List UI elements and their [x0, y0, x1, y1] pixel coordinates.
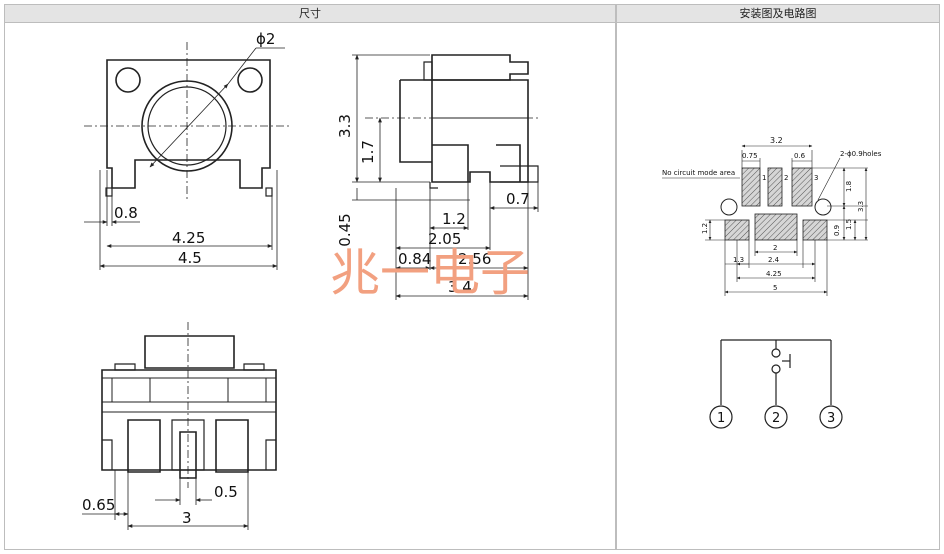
- front-diameter-label: ϕ2: [256, 30, 275, 48]
- dimensions-header-label: 尺寸: [299, 7, 321, 20]
- pin-1-circle: [709, 405, 733, 429]
- pcb-dim-4.25: 4.25: [766, 270, 782, 278]
- pcb-dim-2.4: 2.4: [768, 256, 780, 264]
- pcb-no-circuit-note: No circuit mode area: [662, 169, 735, 177]
- pcb-dim-1.3: 1.3: [733, 256, 744, 264]
- side-dim-3.3: 3.3: [336, 114, 354, 138]
- pad-center: [754, 213, 798, 241]
- pad-2-label: 2: [784, 174, 788, 182]
- front-dim-0.8: 0.8: [114, 204, 138, 222]
- pad-3-label: 3: [814, 174, 818, 182]
- pcb-holes-note: 2-ϕ0.9holes: [840, 150, 882, 158]
- front-view: [84, 42, 290, 270]
- install-circuit-panel: [616, 23, 940, 550]
- pad-2: [767, 167, 783, 207]
- pcb-dim-0.75: 0.75: [742, 152, 758, 160]
- side-dim-1.2: 1.2: [442, 210, 466, 228]
- circuit-pin-2: 2: [772, 411, 780, 426]
- bottom-view: [82, 322, 277, 530]
- side-dim-0.84: 0.84: [398, 250, 431, 268]
- pcb-dim-3.2: 3.2: [770, 136, 783, 145]
- install-circuit-header-label: 安装图及电路图: [739, 7, 817, 20]
- circuit-pin-3: 3: [827, 411, 835, 426]
- side-dim-3.4: 3.4: [448, 278, 472, 296]
- bottom-dim-0.5: 0.5: [214, 483, 238, 501]
- pcb-dim-0.9: 0.9: [833, 225, 841, 236]
- side-dim-1.7: 1.7: [359, 140, 377, 164]
- bottom-dim-0.65: 0.65: [82, 496, 115, 514]
- watermark: 兆一电子: [330, 244, 530, 302]
- front-dim-4.25: 4.25: [172, 229, 205, 247]
- side-dim-2.05: 2.05: [428, 230, 461, 248]
- front-dim-4.5: 4.5: [178, 249, 202, 267]
- install-circuit-header: 安装图及电路图: [616, 4, 940, 23]
- pcb-dim-2: 2: [773, 244, 777, 252]
- pad-3: [791, 167, 813, 207]
- circuit-pin-1: 1: [717, 411, 725, 426]
- side-dim-0.7: 0.7: [506, 190, 530, 208]
- pad-1-label: 1: [762, 174, 766, 182]
- pad-right: [802, 219, 828, 241]
- pcb-dim-1.2: 1.2: [701, 223, 709, 234]
- pcb-layout: 3.2 0.75 0.6 2-ϕ0.9holes No circuit mode…: [662, 136, 882, 296]
- pad-1: [741, 167, 761, 207]
- pcb-dim-1.8: 1.8: [845, 181, 853, 192]
- side-dim-2.56: 2.56: [458, 250, 491, 268]
- pin-3-circle: [819, 405, 843, 429]
- pcb-dim-5: 5: [773, 284, 777, 292]
- pcb-dim-0.6: 0.6: [794, 152, 806, 160]
- pcb-dim-3.3: 3.3: [857, 201, 865, 212]
- pin-2-circle: [764, 405, 788, 429]
- side-view: [352, 54, 540, 300]
- dimensions-panel: [4, 23, 616, 550]
- side-dim-0.45: 0.45: [336, 213, 354, 246]
- circuit-diagram: [709, 339, 843, 429]
- bottom-dim-3: 3: [182, 509, 192, 527]
- pad-left: [724, 219, 750, 241]
- dimensions-header: 尺寸: [4, 4, 616, 23]
- pcb-dim-1.5: 1.5: [845, 219, 853, 230]
